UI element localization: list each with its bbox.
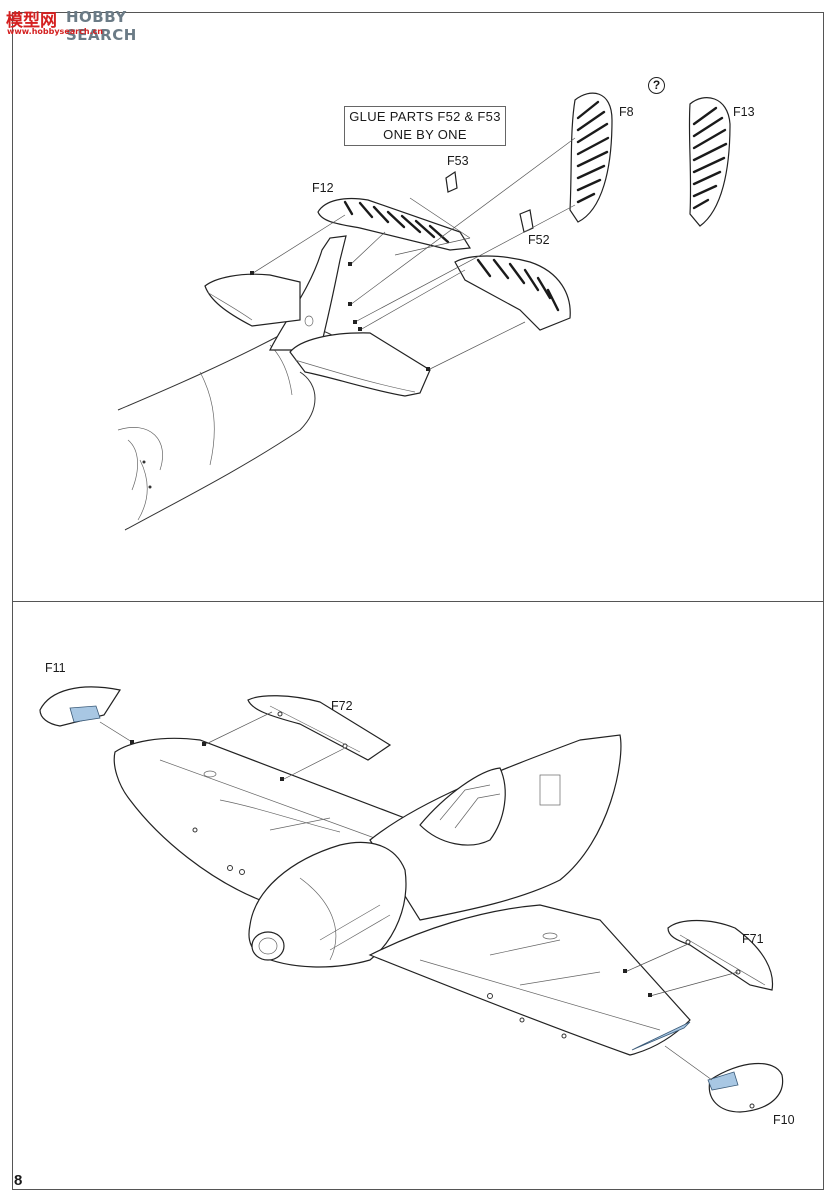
watermark-logo: 模型网 [6, 11, 57, 31]
part-f11-wingtip [39, 686, 121, 727]
panel-divider [12, 601, 824, 602]
watermark: 模型网 HOBBY SEARCH www.hobbysearch.cn [4, 4, 174, 44]
part-f13-rudder [688, 97, 731, 227]
bottom-guide-lines [99, 711, 739, 1081]
label-f53: F53 [447, 154, 469, 168]
label-f13: F13 [733, 105, 755, 119]
label-f11: F11 [45, 661, 66, 675]
part-f8-rudder [569, 92, 613, 223]
callout-line-1: GLUE PARTS F52 & F53 [349, 109, 501, 124]
part-f10-wingtip [707, 1063, 784, 1113]
right-stabilizer [289, 332, 431, 397]
right-wing [368, 904, 691, 1056]
part-f52-elevator [454, 255, 571, 331]
main-fuselage [248, 734, 622, 968]
label-f12: F12 [312, 181, 334, 195]
callout-line-2: ONE BY ONE [383, 127, 467, 142]
label-f8: F8 [619, 105, 634, 119]
page-number: 8 [14, 1172, 23, 1189]
glue-instruction-callout: GLUE PARTS F52 & F53 ONE BY ONE [344, 106, 506, 146]
optional-part-icon: ? [648, 77, 665, 94]
part-f53-bracket [445, 170, 458, 193]
watermark-search-text: HOBBY SEARCH [66, 8, 137, 44]
part-f71-flap [667, 919, 774, 991]
part-f12-elevator [317, 197, 472, 251]
part-f72-flap [247, 695, 392, 761]
watermark-url: www.hobbysearch.cn [7, 27, 104, 36]
label-f52: F52 [528, 233, 550, 247]
label-f71: F71 [742, 932, 764, 946]
top-guide-lines [249, 137, 576, 371]
left-stabilizer [204, 273, 301, 327]
part-f52-bracket [519, 209, 534, 233]
label-f10: F10 [773, 1113, 795, 1127]
label-f72: F72 [331, 699, 353, 713]
